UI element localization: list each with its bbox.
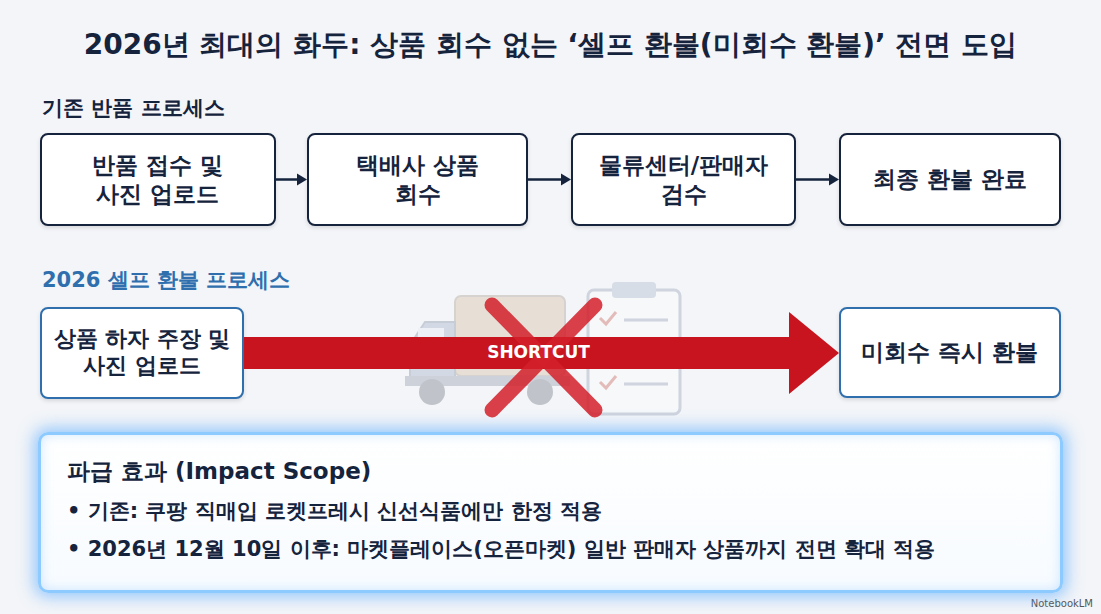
arrow-head <box>297 174 307 186</box>
arrow-body <box>244 312 839 394</box>
box-label: 최종 환불 완료 <box>873 165 1027 193</box>
impact-box: 파급 효과 (Impact Scope) • 기존: 쿠팡 직매입 로켓프레시 신… <box>38 432 1063 593</box>
box-label: 택배사 상품 회수 <box>348 151 488 207</box>
arrow-head <box>829 174 839 186</box>
arrow-line <box>528 178 561 181</box>
process-box: 상품 하자 주장 및 사진 업로드 <box>40 307 244 399</box>
diagram-title: 2026년 최대의 화두: 상품 회수 없는 ‘셀프 환불(미회수 환불)’ 전… <box>0 26 1101 64</box>
box-label: 물류센터/판매자 검수 <box>581 151 786 207</box>
process-box: 물류센터/판매자 검수 <box>571 133 796 226</box>
flow-arrow <box>796 174 839 186</box>
flow-arrow <box>276 174 307 186</box>
section-heading: 2026 셀프 환불 프로세스 <box>42 266 290 294</box>
impact-heading: 파급 효과 (Impact Scope) <box>67 457 371 485</box>
shortcut-arrow <box>244 312 839 394</box>
watermark: NotebookLM <box>1031 598 1093 609</box>
edge-label: SHORTCUT <box>487 342 590 362</box>
process-box: 택배사 상품 회수 <box>307 133 528 226</box>
impact-bullet: • 기존: 쿠팡 직매입 로켓프레시 신선식품에만 한정 적용 <box>67 499 602 525</box>
process-box: 최종 환불 완료 <box>839 133 1061 226</box>
arrow-line <box>276 178 297 181</box>
impact-bullet: • 2026년 12월 10일 이후: 마켓플레이스(오픈마켓) 일반 판매자 … <box>67 537 935 563</box>
section-heading: 기존 반품 프로세스 <box>42 94 225 122</box>
flow-arrow <box>528 174 571 186</box>
box-label: 반품 접수 및 사진 업로드 <box>71 151 246 207</box>
process-box: 반품 접수 및 사진 업로드 <box>40 133 276 226</box>
arrow-line <box>796 178 829 181</box>
arrow-head <box>561 174 571 186</box>
box-label: 미회수 즉시 환불 <box>861 338 1038 366</box>
process-box: 미회수 즉시 환불 <box>839 307 1061 398</box>
box-label: 상품 하자 주장 및 사진 업로드 <box>44 326 240 380</box>
